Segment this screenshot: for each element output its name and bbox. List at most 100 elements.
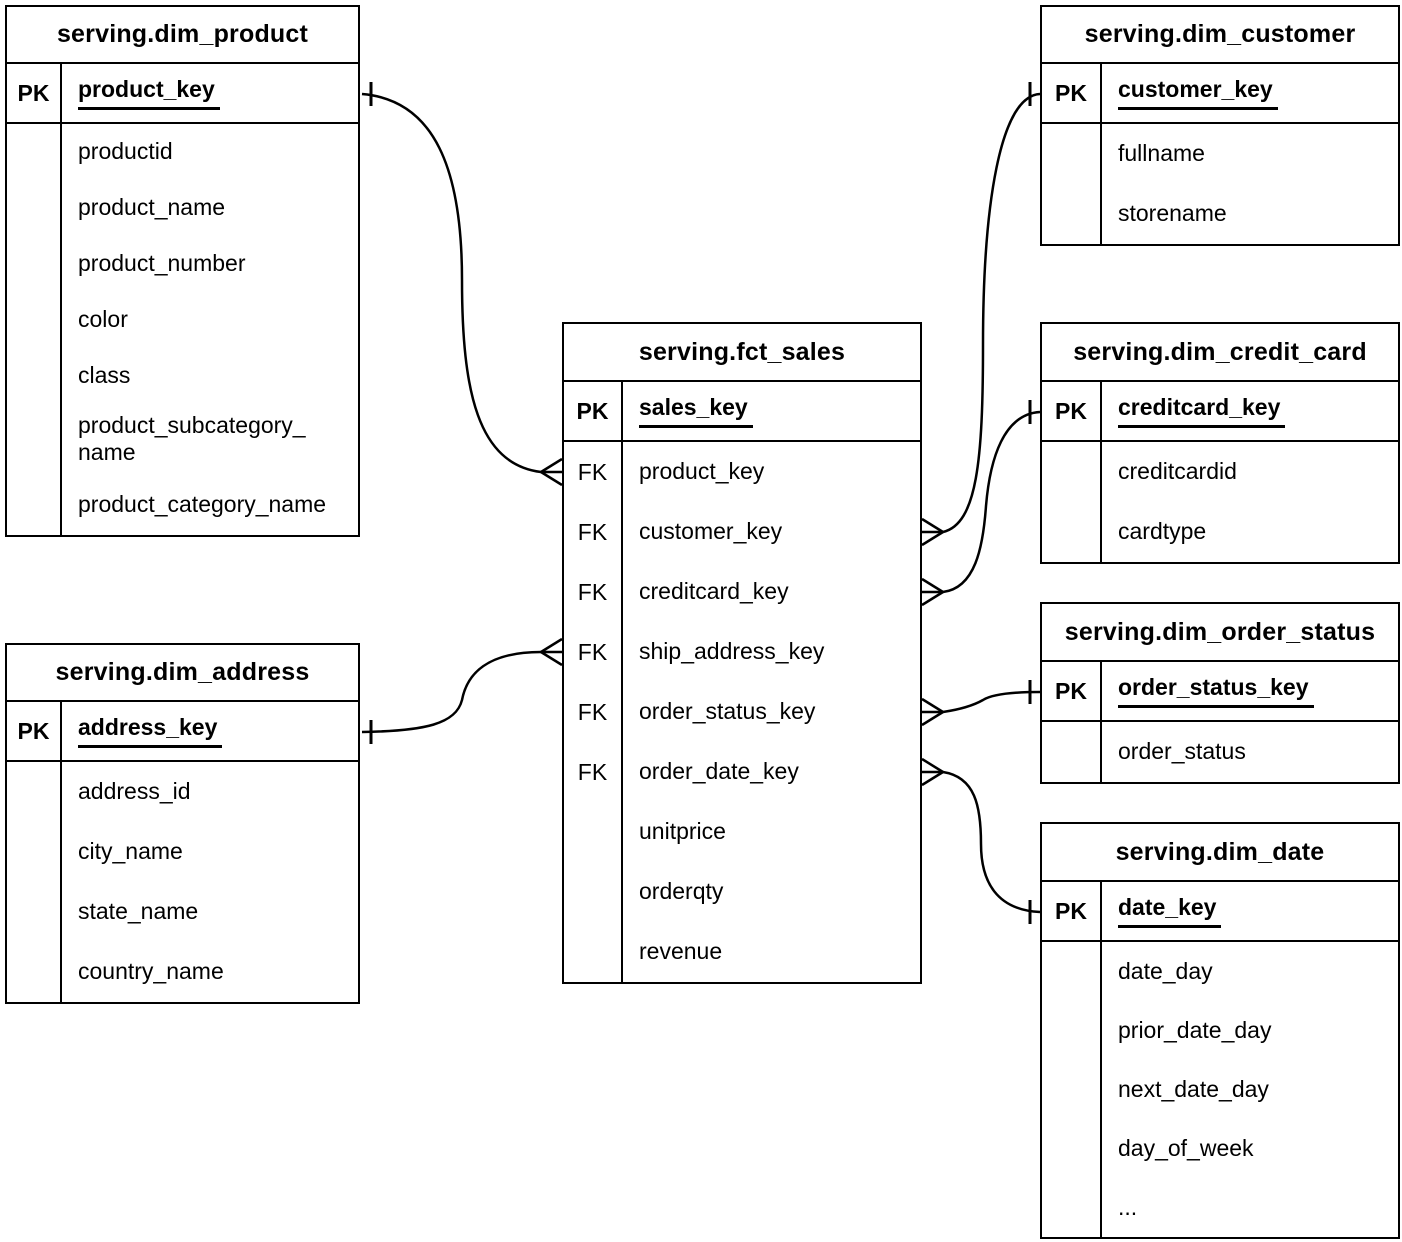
key-type-cell [7, 180, 62, 236]
column-name-cell: creditcardid [1102, 442, 1398, 502]
column-name: product_key [639, 458, 765, 485]
key-type-cell [564, 802, 623, 862]
column-name-cell: address_id [62, 762, 358, 822]
column-name: fullname [1118, 140, 1205, 167]
table-title: serving.dim_date [1042, 824, 1398, 882]
key-type-cell [7, 942, 62, 1002]
key-type-cell [564, 922, 623, 982]
column-name-cell: product_name [62, 180, 358, 236]
column-name: productid [78, 138, 173, 165]
key-type-cell [7, 762, 62, 822]
column-name: product_number [78, 250, 246, 277]
key-type-cell [1042, 942, 1102, 1001]
column-name-cell: revenue [623, 922, 920, 982]
column-name: city_name [78, 838, 183, 865]
crows-foot-many-marker [540, 637, 563, 654]
column-name-cell: next_date_day [1102, 1060, 1398, 1119]
column-name-cell: product_​subcategory_​name [62, 404, 358, 474]
column-name: prior_date_day [1118, 1016, 1272, 1043]
key-type-cell: PK [564, 382, 623, 440]
column-name-cell: order_date_key [623, 742, 920, 802]
column-name: cardtype [1118, 518, 1207, 545]
relationship-order_status_key--dim_order_status [921, 680, 1041, 727]
table-title: serving.dim_product [7, 7, 358, 64]
key-type-cell [1042, 722, 1102, 782]
column-name-cell: date_key [1102, 882, 1398, 940]
column-row: productid [7, 124, 358, 180]
crows-foot-many-marker [921, 517, 944, 534]
column-row: date_day [1042, 942, 1398, 1001]
column-name-cell: creditcard_key [1102, 382, 1398, 440]
key-type-cell: FK [564, 502, 623, 562]
column-row: storename [1042, 184, 1398, 244]
key-type-cell [1042, 124, 1102, 184]
column-row: cardtype [1042, 502, 1398, 562]
crows-foot-many-marker [921, 770, 944, 787]
key-type-cell [1042, 1001, 1102, 1060]
relationship-customer_key--dim_customer [921, 82, 1041, 547]
column-name-cell: ... [1102, 1178, 1398, 1237]
column-name-cell: state_name [62, 882, 358, 942]
column-row: order_status [1042, 722, 1398, 782]
column-name-cell: order_status_key [1102, 662, 1398, 720]
column-name-cell: color [62, 292, 358, 348]
key-type-cell: PK [7, 64, 62, 122]
relationship-order_date_key--dim_date [921, 757, 1041, 924]
column-name-cell: country_name [62, 942, 358, 1002]
column-name: color [78, 306, 128, 333]
key-type-cell: PK [1042, 64, 1102, 122]
column-row: orderqty [564, 862, 920, 922]
column-name-cell: fullname [1102, 124, 1398, 184]
table-title: serving.dim_address [7, 645, 358, 702]
column-name: creditcard_key [639, 578, 789, 605]
column-name-cell: order_status_key [623, 682, 920, 742]
primary-key-name: product_key [78, 76, 220, 110]
crows-foot-many-marker [540, 470, 563, 487]
column-row: city_name [7, 822, 358, 882]
key-type-cell [1042, 502, 1102, 562]
column-row: revenue [564, 922, 920, 982]
column-name-cell: date_day [1102, 942, 1398, 1001]
column-row: next_date_day [1042, 1060, 1398, 1119]
relationship-line [942, 92, 1041, 534]
crows-foot-many-marker [921, 590, 944, 607]
crows-foot-many-marker [921, 710, 944, 727]
crows-foot-many-marker [540, 457, 563, 474]
column-row: country_name [7, 942, 358, 1002]
key-type-cell: PK [7, 702, 62, 760]
relationship-product_key--dim_product [361, 82, 563, 487]
column-name-cell: day_of_week [1102, 1119, 1398, 1178]
column-name-cell: unitprice [623, 802, 920, 862]
column-name-cell: prior_date_day [1102, 1001, 1398, 1060]
column-name: product_category_name [78, 490, 327, 517]
primary-key-name: address_key [78, 714, 223, 748]
key-type-cell: FK [564, 742, 623, 802]
column-name-cell: customer_key [1102, 64, 1398, 122]
column-name: order_status_key [639, 698, 816, 725]
key-type-cell: FK [564, 562, 623, 622]
crows-foot-many-marker [540, 650, 563, 667]
column-name-cell: sales_key [623, 382, 920, 440]
key-type-cell [1042, 442, 1102, 502]
key-type-cell [7, 236, 62, 292]
foreign-key-row: FK product_key [564, 442, 920, 502]
relationship-line [942, 410, 1041, 594]
column-name-cell: product_key [623, 442, 920, 502]
table-title: serving.fct_sales [564, 324, 920, 382]
column-name: address_id [78, 778, 191, 805]
crows-foot-many-marker [921, 577, 944, 594]
table-title: serving.dim_credit_card [1042, 324, 1398, 382]
column-row: unitprice [564, 802, 920, 862]
column-name: order_status [1118, 738, 1246, 765]
key-type-cell: FK [564, 442, 623, 502]
crows-foot-many-marker [921, 697, 944, 714]
